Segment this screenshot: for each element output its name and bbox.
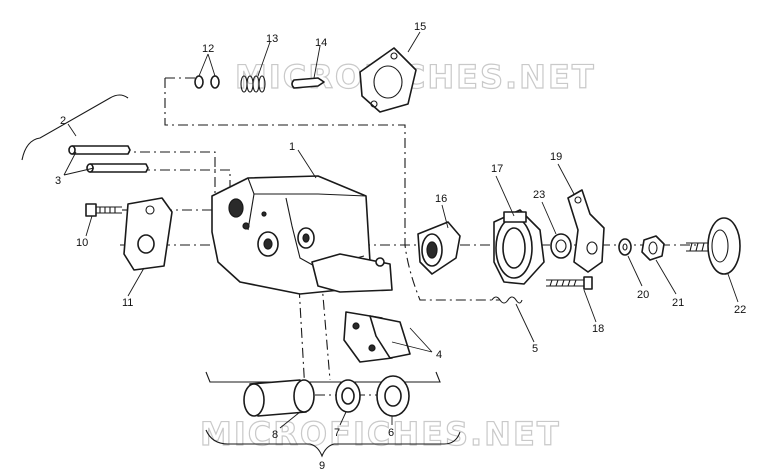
pins (68, 145, 149, 173)
callout-17: 17 (491, 163, 503, 175)
gasket-15 (359, 47, 417, 113)
brake-pads-4 (343, 311, 411, 363)
piston-8 (243, 379, 315, 417)
lever-19 (567, 189, 605, 273)
callout-9: 9 (319, 460, 325, 472)
watermark-top: MICROFICHES.NET (235, 58, 596, 96)
callout-2: 2 (60, 115, 66, 127)
plate-11 (123, 197, 173, 271)
bracket-9 (205, 429, 461, 458)
bracket-2 (21, 94, 129, 161)
screw-18 (546, 276, 593, 290)
watermark-bottom: MICROFICHES.NET (200, 415, 561, 453)
callout-7: 7 (334, 427, 340, 439)
bolt-10 (85, 203, 122, 217)
callout-22: 22 (734, 304, 746, 316)
callout-5: 5 (532, 343, 538, 355)
callout-15: 15 (414, 21, 426, 33)
washer-20 (618, 238, 632, 256)
callout-11: 11 (122, 297, 133, 309)
callout-18: 18 (592, 323, 604, 335)
clip-5 (491, 296, 523, 304)
callout-16: 16 (435, 193, 447, 205)
callout-14: 14 (315, 37, 327, 49)
leader-lines (63, 31, 739, 429)
seal-6 (376, 375, 410, 417)
housing-17 (493, 209, 545, 285)
group-line (205, 371, 441, 383)
callout-20: 20 (637, 289, 649, 301)
plunger-14 (291, 77, 325, 89)
adjuster-22 (686, 217, 741, 275)
callout-3: 3 (55, 175, 61, 187)
washer-23 (550, 233, 572, 259)
connector-line (164, 78, 500, 301)
seal-7 (335, 379, 361, 413)
callout-4: 4 (436, 349, 442, 361)
callout-13: 13 (266, 33, 278, 45)
callout-19: 19 (550, 151, 562, 163)
spring-13 (240, 75, 266, 93)
o-rings-12 (194, 75, 220, 89)
callout-10: 10 (76, 237, 88, 249)
caliper-body-1 (211, 175, 393, 295)
callout-21: 21 (672, 297, 684, 309)
callout-12: 12 (202, 43, 214, 55)
callout-23: 23 (533, 189, 545, 201)
nut-21 (641, 235, 665, 261)
callout-labels: 1 2 3 4 5 6 7 8 9 10 11 12 13 14 15 16 1… (55, 21, 746, 472)
cam-16 (417, 221, 461, 275)
callout-6: 6 (388, 427, 394, 439)
callout-8: 8 (272, 429, 278, 441)
callout-1: 1 (289, 141, 295, 153)
